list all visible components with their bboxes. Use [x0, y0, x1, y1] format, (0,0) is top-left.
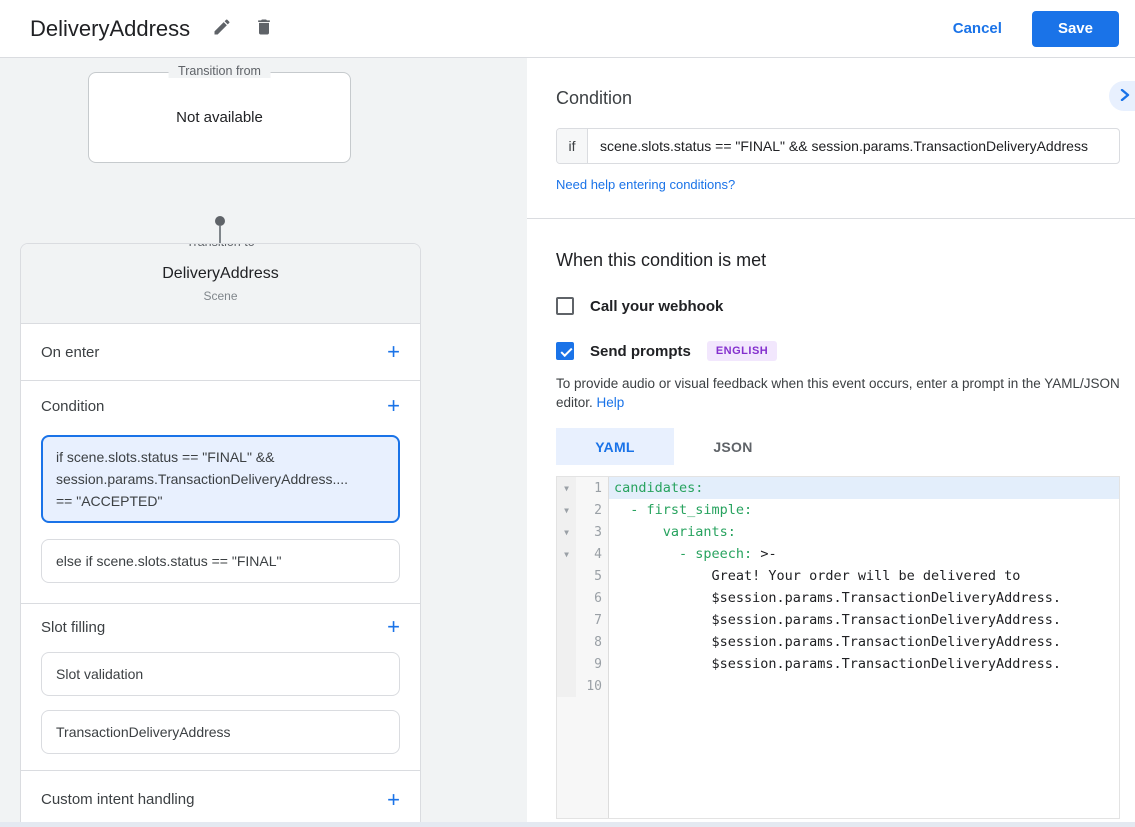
line-number: 3	[594, 524, 602, 540]
add-custom-intent-icon[interactable]: +	[387, 786, 400, 812]
tab-json[interactable]: JSON	[713, 438, 753, 455]
when-condition-title: When this condition is met	[556, 250, 767, 270]
condition-card-list: if scene.slots.status == "FINAL" && sessi…	[41, 435, 400, 583]
section-divider	[527, 218, 1135, 219]
scene-flow-panel: Transition from Not available Transition…	[0, 58, 527, 827]
trash-icon	[254, 17, 274, 40]
condition-help-link[interactable]: Need help entering conditions?	[556, 177, 736, 192]
add-slot-icon[interactable]: +	[387, 614, 400, 639]
condition-section-label: Condition	[41, 397, 105, 415]
slot-filling-label: Slot filling	[41, 618, 106, 636]
chevron-right-icon	[1120, 88, 1130, 104]
horizontal-scrollbar[interactable]	[0, 822, 1135, 827]
line-number: 4	[594, 546, 602, 562]
delete-scene-button[interactable]	[254, 17, 274, 40]
arrow-dot	[214, 216, 225, 226]
condition-editor-panel: Condition if scene.slots.status == "FINA…	[527, 58, 1135, 827]
if-prefix: if	[557, 129, 588, 163]
custom-intent-row[interactable]: Custom intent handling +	[21, 771, 420, 827]
condition-card-text: if scene.slots.status == "FINAL" &&	[56, 449, 275, 465]
condition-card-text: == "ACCEPTED"	[56, 493, 163, 509]
webhook-checkbox[interactable]	[556, 297, 574, 315]
condition-card[interactable]: else if scene.slots.status == "FINAL"	[41, 539, 400, 583]
line-number: 6	[594, 590, 602, 606]
condition-card-text: session.params.TransactionDeliveryAddres…	[56, 471, 349, 487]
send-prompts-row: Send prompts ENGLISH	[556, 341, 1120, 361]
on-enter-row[interactable]: On enter +	[21, 324, 420, 381]
condition-section: Condition + if scene.slots.status == "FI…	[21, 381, 420, 604]
editor-hint-text: To provide audio or visual feedback when…	[556, 376, 1120, 410]
code-line[interactable]	[609, 675, 1119, 697]
editor-code-area[interactable]: candidates: - first_simple: variants: - …	[609, 477, 1119, 818]
format-tabs: YAML JSON	[556, 428, 1120, 465]
webhook-row: Call your webhook	[556, 297, 1120, 315]
fold-cell	[557, 587, 576, 609]
scene-card-header: Transition to DeliveryAddress Scene	[21, 244, 420, 324]
code-line[interactable]: - first_simple:	[630, 502, 753, 518]
custom-intent-label: Custom intent handling	[41, 791, 195, 808]
transition-from-box[interactable]: Transition from Not available	[88, 64, 351, 163]
transition-to-label: Transition to	[176, 244, 265, 249]
cancel-button[interactable]: Cancel	[952, 20, 1002, 37]
line-number: 5	[594, 568, 602, 584]
editor-gutter: ▼ 1 ▼ 2 ▼ 3 ▼ 4 5 6 7 8 9 10	[557, 477, 609, 818]
line-number: 2	[594, 502, 602, 518]
fold-cell	[557, 565, 576, 587]
code-line[interactable]: - speech: >-	[679, 546, 777, 562]
code-line[interactable]: $session.params.TransactionDeliveryAddre…	[614, 612, 1062, 628]
add-condition-icon[interactable]: +	[387, 393, 400, 418]
code-line[interactable]: variants:	[662, 524, 736, 540]
scene-card: Transition to DeliveryAddress Scene On e…	[20, 243, 421, 827]
fold-arrow-icon[interactable]: ▼	[557, 521, 576, 543]
fold-cell	[557, 609, 576, 631]
line-number: 9	[594, 656, 602, 672]
condition-input-row: if scene.slots.status == "FINAL" && sess…	[556, 128, 1120, 164]
send-prompts-label: Send prompts	[590, 342, 691, 360]
line-number: 8	[594, 634, 602, 650]
code-line[interactable]: candidates:	[609, 477, 1119, 499]
language-badge: ENGLISH	[706, 341, 778, 361]
transition-from-label: Transition from	[168, 64, 271, 78]
fold-cell	[557, 631, 576, 653]
editor-hint: To provide audio or visual feedback when…	[556, 374, 1120, 412]
fold-cell	[557, 653, 576, 675]
page-title: DeliveryAddress	[30, 15, 191, 41]
condition-card[interactable]: if scene.slots.status == "FINAL" && sessi…	[41, 435, 400, 523]
code-line[interactable]: $session.params.TransactionDeliveryAddre…	[614, 656, 1062, 672]
collapse-panel-button[interactable]	[1109, 81, 1135, 111]
fold-arrow-icon[interactable]: ▼	[557, 477, 576, 499]
fold-cell	[557, 675, 576, 697]
webhook-label: Call your webhook	[590, 297, 724, 315]
tab-yaml[interactable]: YAML	[556, 428, 674, 465]
fold-arrow-icon[interactable]: ▼	[557, 543, 576, 565]
slot-card[interactable]: Slot validation	[41, 652, 400, 696]
pencil-icon	[212, 17, 232, 40]
app-header: DeliveryAddress Cancel Save	[0, 0, 1135, 58]
yaml-code-editor[interactable]: ▼ 1 ▼ 2 ▼ 3 ▼ 4 5 6 7 8 9 10 candidates: - first_simp…	[556, 476, 1120, 819]
code-line[interactable]: Great! Your order will be delivered to	[614, 568, 1021, 584]
line-number: 7	[594, 612, 602, 628]
line-number: 10	[586, 678, 602, 694]
save-button[interactable]: Save	[1031, 10, 1119, 47]
condition-input[interactable]: scene.slots.status == "FINAL" && session…	[600, 138, 1088, 154]
code-line[interactable]: $session.params.TransactionDeliveryAddre…	[614, 590, 1062, 606]
line-number: 1	[594, 480, 602, 496]
add-on-enter-icon[interactable]: +	[387, 339, 400, 364]
edit-title-button[interactable]	[212, 17, 232, 40]
main-area: Transition from Not available Transition…	[0, 58, 1135, 827]
scene-name: DeliveryAddress	[162, 265, 279, 282]
code-line[interactable]: $session.params.TransactionDeliveryAddre…	[614, 634, 1062, 650]
panel-title: Condition	[556, 88, 633, 108]
condition-card-text: else if scene.slots.status == "FINAL"	[56, 553, 282, 569]
scene-type: Scene	[203, 289, 238, 303]
fold-arrow-icon[interactable]: ▼	[557, 499, 576, 521]
transition-from-value: Not available	[176, 109, 263, 126]
slot-card[interactable]: TransactionDeliveryAddress	[41, 710, 400, 754]
send-prompts-checkbox[interactable]	[556, 342, 574, 360]
on-enter-label: On enter	[41, 343, 100, 361]
help-link[interactable]: Help	[596, 395, 625, 410]
